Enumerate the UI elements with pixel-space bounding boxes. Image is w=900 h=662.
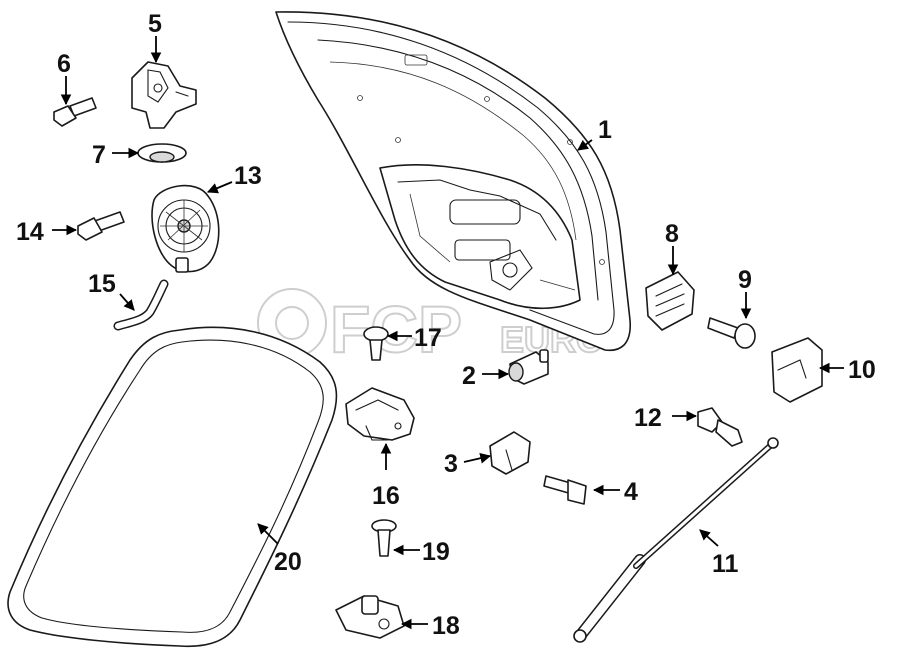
callout-15: 15: [88, 270, 116, 298]
callout-14: 14: [16, 218, 44, 246]
part-9-bolt[interactable]: [707, 317, 756, 349]
callout-11: 11: [712, 550, 739, 578]
callout-18: 18: [432, 612, 460, 640]
callout-19: 19: [422, 538, 450, 566]
part-1-trunk-lid[interactable]: [275, 11, 631, 352]
callout-16: 16: [372, 482, 400, 510]
part-7-grommet[interactable]: [137, 143, 187, 163]
part-11-gas-strut[interactable]: [573, 437, 779, 643]
part-18-striker[interactable]: [335, 595, 405, 639]
callout-9: 9: [738, 266, 752, 294]
part-12-bolt[interactable]: [697, 407, 743, 447]
watermark: FCP EURO: [257, 288, 605, 367]
callout-12: 12: [634, 404, 662, 432]
part-5-hinge[interactable]: [131, 61, 197, 129]
callout-13: 13: [234, 162, 262, 190]
part-15-hose[interactable]: [113, 279, 169, 331]
callout-10: 10: [848, 356, 876, 384]
part-2-switch[interactable]: [508, 349, 549, 385]
callout-8: 8: [665, 220, 679, 248]
part-8-bracket[interactable]: [645, 271, 695, 331]
part-14-bolt[interactable]: [77, 211, 125, 241]
part-13-speaker[interactable]: [151, 184, 220, 273]
watermark-brand: FCP: [330, 292, 462, 366]
callouts: 1 2 3 4 5 6 7 8 9 10 11 12 13 14 15 17 1…: [16, 10, 876, 640]
callout-2: 2: [462, 362, 476, 390]
callout-1: 1: [598, 116, 612, 144]
part-16-latch[interactable]: [345, 387, 415, 441]
callout-6: 6: [57, 50, 71, 78]
part-6-bolt[interactable]: [53, 97, 97, 127]
leader-lines: [52, 36, 844, 630]
part-4-screw[interactable]: [543, 475, 587, 505]
callout-4: 4: [624, 478, 638, 506]
callout-7: 7: [92, 141, 106, 169]
callout-3: 3: [444, 450, 458, 478]
callout-20: 20: [274, 548, 302, 576]
callout-16-17: 17: [414, 324, 442, 352]
part-3-bumper[interactable]: [489, 431, 531, 475]
part-10-cap[interactable]: [771, 337, 823, 403]
part-19-bumper[interactable]: [371, 519, 397, 557]
part-20-weatherstrip[interactable]: [7, 326, 338, 648]
callout-5: 5: [148, 10, 162, 38]
